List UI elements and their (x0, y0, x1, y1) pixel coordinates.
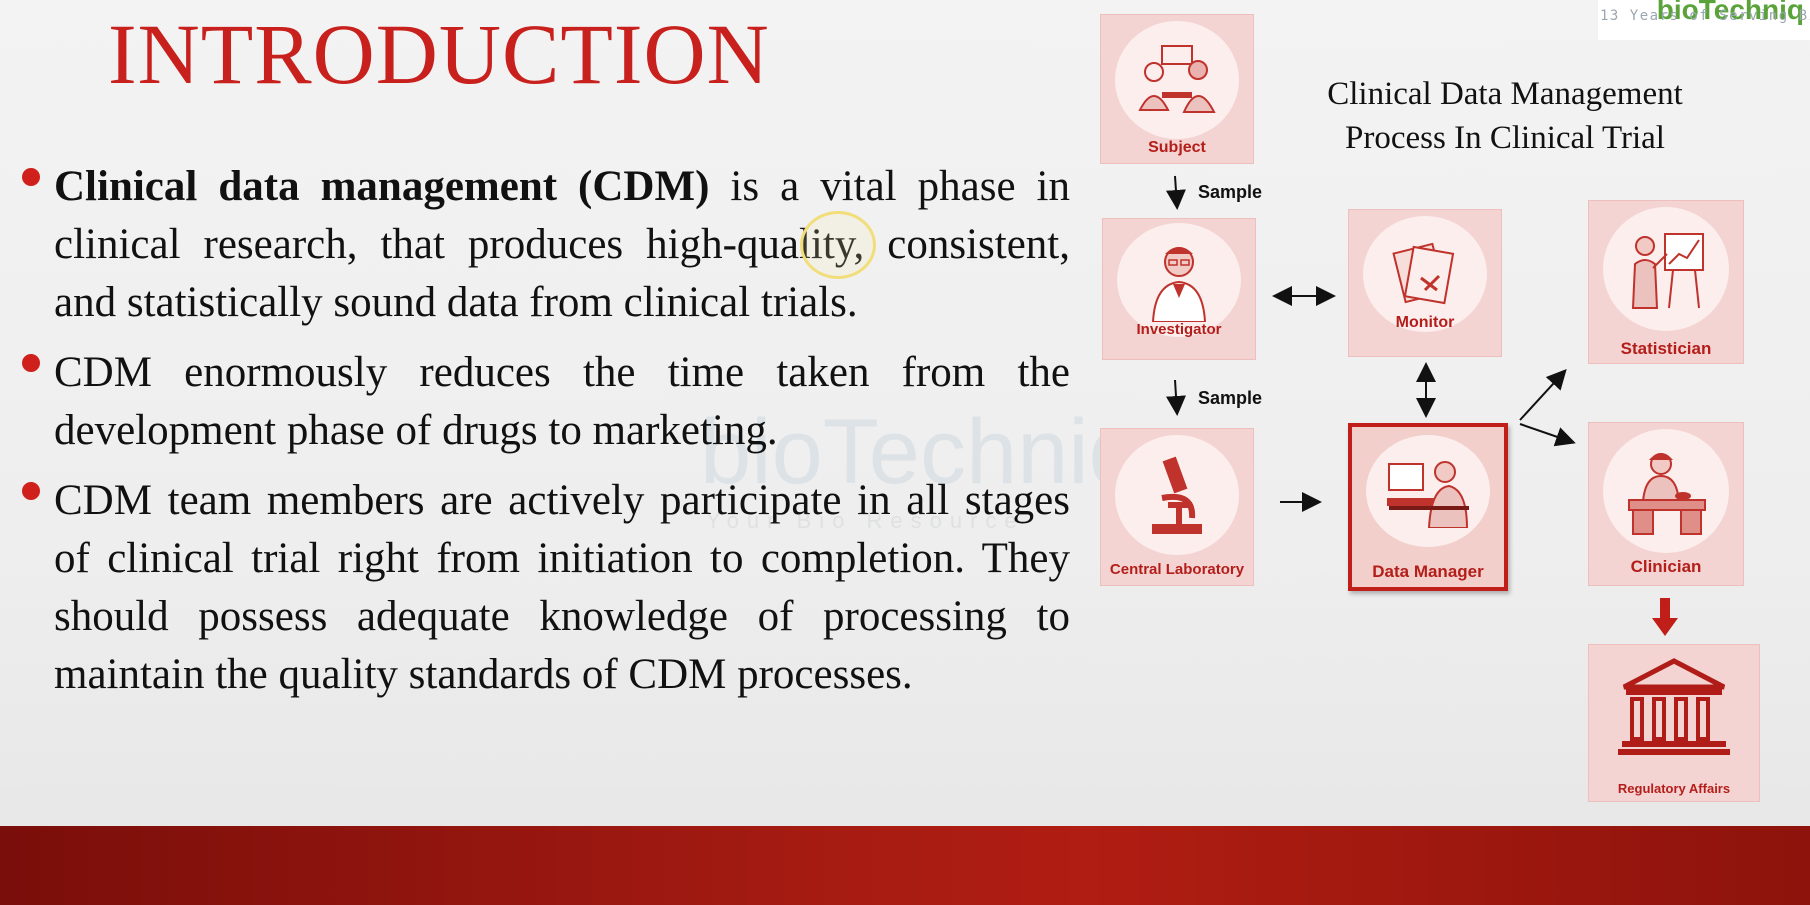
brand-logo-mark: bioTechniq (1656, 0, 1804, 25)
bullet-body: is a vital phase in clinical research, t… (54, 163, 1070, 326)
bullet-dot-icon (22, 482, 40, 500)
arrow-label-sample: Sample (1198, 182, 1263, 202)
slide-title: INTRODUCTION (108, 6, 770, 102)
node-statistician: Statistician (1588, 200, 1744, 364)
bullet-text: CDM enormously reduces the time taken fr… (54, 344, 1070, 460)
presenter-icon (1603, 207, 1729, 331)
desk-worker-icon (1603, 429, 1729, 553)
bullet-dot-icon (22, 354, 40, 372)
government-building-icon (1609, 651, 1739, 763)
node-central-laboratory: Central Laboratory (1100, 428, 1254, 586)
node-monitor: Monitor (1348, 209, 1502, 357)
node-clinician-label: Clinician (1630, 557, 1702, 576)
brand-tagline: 13 Years of Serving BioScien (1600, 8, 1810, 24)
node-clinician: Clinician (1588, 422, 1744, 586)
bullet-list: Clinical data management (CDM) is a vita… (20, 158, 1070, 716)
doctor-icon (1117, 223, 1241, 337)
bullet-item: CDM team members are actively participat… (20, 472, 1070, 704)
node-data-manager: Data Manager (1348, 423, 1508, 591)
diagram-title: Clinical Data Management Process In Clin… (1327, 76, 1683, 156)
microscope-icon (1115, 435, 1239, 555)
pointer-highlight (800, 211, 876, 279)
bullet-body: CDM enormously reduces the time taken fr… (54, 349, 1070, 454)
node-data-manager-label: Data Manager (1372, 562, 1484, 581)
arrow-investigator-lab (1166, 379, 1186, 416)
bullet-body: CDM team members are actively participat… (54, 477, 1070, 698)
bullet-item: Clinical data management (CDM) is a vita… (20, 158, 1070, 332)
node-subject: Subject (1100, 14, 1254, 164)
arrow-subject-investigator (1165, 175, 1186, 210)
consultation-icon (1115, 21, 1239, 139)
node-regulatory-affairs-label: Regulatory Affairs (1617, 781, 1731, 796)
node-central-laboratory-label: Central Laboratory (1109, 561, 1245, 578)
node-investigator: Investigator (1102, 218, 1256, 360)
bullet-text: Clinical data management (CDM) is a vita… (54, 158, 1070, 332)
node-subject-label: Subject (1148, 139, 1206, 156)
arrow-datamanager-statistician (1519, 369, 1567, 421)
node-statistician-label: Statistician (1620, 339, 1712, 358)
node-regulatory-affairs: Regulatory Affairs (1588, 644, 1760, 802)
arrow-clinician-regulatory (1652, 598, 1678, 636)
watermark-tagline: Your Bio Resource (706, 508, 1025, 533)
arrow-label-sample: Sample (1198, 388, 1263, 408)
bullet-dot-icon (22, 168, 40, 186)
node-investigator-label: Investigator (1136, 321, 1222, 338)
node-monitor-label: Monitor (1395, 314, 1455, 331)
arrow-datamanager-clinician (1519, 423, 1576, 447)
documents-icon (1363, 216, 1487, 332)
bullet-text: CDM team members are actively participat… (54, 472, 1070, 704)
bullet-bold-term: Clinical data management (CDM) (54, 163, 710, 210)
computer-worker-icon (1366, 435, 1490, 547)
bullet-item: CDM enormously reduces the time taken fr… (20, 344, 1070, 460)
footer-bar (0, 826, 1810, 905)
brand-logo: bioTechniq 13 Years of Serving BioScien (1598, 0, 1810, 40)
